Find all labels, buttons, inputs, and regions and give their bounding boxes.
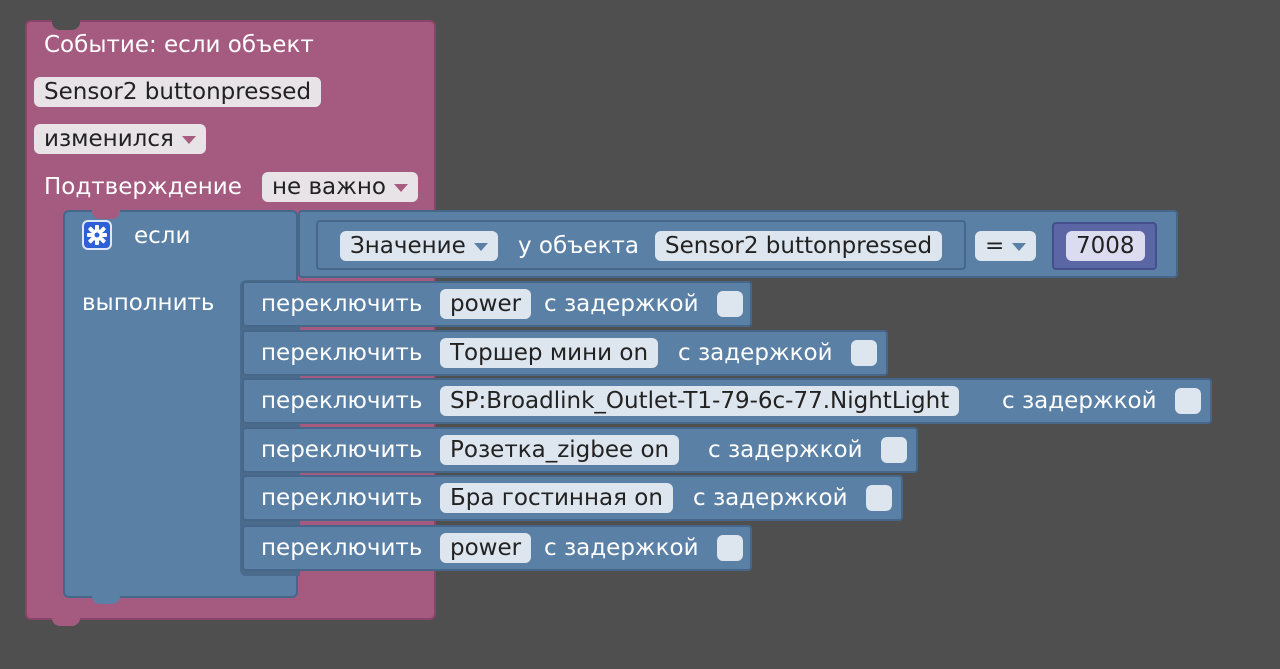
operator-dropdown[interactable]: = bbox=[975, 231, 1037, 261]
event-block-top-notch bbox=[52, 20, 80, 30]
delay-checkbox[interactable] bbox=[717, 291, 743, 317]
chevron-down-icon bbox=[181, 135, 196, 144]
event-object-field[interactable]: Sensor2 buttonpressed bbox=[34, 77, 322, 107]
number-field[interactable]: 7008 bbox=[1066, 231, 1145, 261]
action-object-field[interactable]: SP:Broadlink_Outlet-T1-79-6c-77.NightLig… bbox=[440, 386, 960, 416]
action-verb: переключить bbox=[261, 535, 423, 561]
action-verb: переключить bbox=[261, 485, 423, 511]
action-delay-label: с задержкой bbox=[708, 437, 863, 463]
gear-icon[interactable] bbox=[82, 220, 112, 250]
of-object-label: у объекта bbox=[518, 233, 639, 259]
chevron-down-icon bbox=[393, 183, 408, 192]
action-verb: переключить bbox=[261, 388, 423, 414]
event-change-value: изменился bbox=[44, 126, 174, 152]
action-object-field[interactable]: Розетка_zigbee on bbox=[440, 435, 680, 465]
action-verb: переключить bbox=[261, 291, 423, 317]
action-object-field[interactable]: Торшер мини on bbox=[440, 338, 659, 368]
condition-object-field[interactable]: Sensor2 buttonpressed bbox=[655, 231, 943, 261]
delay-checkbox[interactable] bbox=[866, 485, 892, 511]
do-label: выполнить bbox=[82, 290, 215, 316]
if-block-bottom-tab bbox=[92, 592, 120, 604]
if-block-top-notch bbox=[92, 210, 120, 219]
property-value: Значение bbox=[350, 233, 466, 259]
delay-checkbox[interactable] bbox=[881, 437, 907, 463]
delay-checkbox[interactable] bbox=[851, 340, 877, 366]
action-delay-label: с задержкой bbox=[544, 535, 699, 561]
delay-checkbox[interactable] bbox=[1175, 388, 1201, 414]
chevron-down-icon bbox=[473, 242, 488, 251]
operator-value: = bbox=[985, 233, 1005, 259]
action-verb: переключить bbox=[261, 437, 423, 463]
action-object-field[interactable]: Бра гостинная on bbox=[440, 483, 673, 513]
action-object-field[interactable]: power bbox=[440, 533, 532, 563]
confirm-dropdown[interactable]: не важно bbox=[262, 172, 418, 202]
action-verb: переключить bbox=[261, 340, 423, 366]
action-object-field[interactable]: power bbox=[440, 289, 532, 319]
action-delay-label: с задержкой bbox=[693, 485, 848, 511]
action-delay-label: с задержкой bbox=[1002, 388, 1157, 414]
event-block-bottom-tab bbox=[52, 612, 80, 626]
action-delay-label: с задержкой bbox=[678, 340, 833, 366]
event-title: Событие: если объект bbox=[44, 32, 314, 58]
confirm-value: не важно bbox=[272, 174, 386, 200]
confirm-label: Подтверждение bbox=[44, 174, 242, 200]
delay-checkbox[interactable] bbox=[717, 535, 743, 561]
action-delay-label: с задержкой bbox=[544, 291, 699, 317]
property-dropdown[interactable]: Значение bbox=[340, 231, 498, 261]
chevron-down-icon bbox=[1012, 242, 1027, 251]
event-change-dropdown[interactable]: изменился bbox=[34, 124, 206, 154]
if-label: если bbox=[134, 223, 191, 249]
